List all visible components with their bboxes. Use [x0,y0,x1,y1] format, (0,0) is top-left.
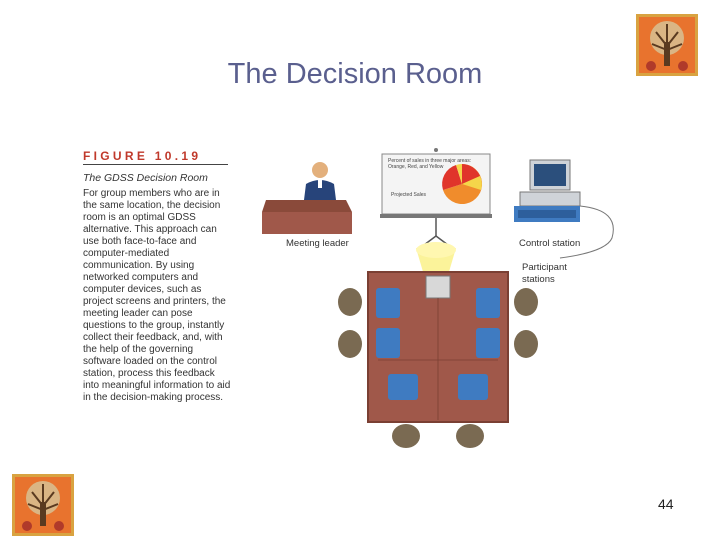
conference-table [367,271,509,423]
figure-subtitle: The GDSS Decision Room [83,172,208,184]
control-station [514,159,614,259]
page-number: 44 [658,496,674,512]
meeting-leader-desk [262,162,352,234]
tree-logo-icon [636,14,698,76]
screen-subtitle-text: Projected Sales [391,192,427,198]
figure-body-text: For group members who are in the same lo… [83,188,231,403]
figure-rule [83,164,228,165]
page-title: The Decision Room [227,58,483,90]
pie-chart [442,163,483,204]
projection-screen [380,148,492,249]
meeting-leader-label: Meeting leader [286,238,349,249]
control-station-label: Control station [519,238,581,249]
tree-logo-icon [12,474,74,536]
figure-label: FIGURE 10.19 [83,149,202,163]
chairs [338,288,538,448]
participant-stations-label: Participant stations [522,262,567,285]
screen-header-text: Percent of sales in three major areas: O… [388,158,472,170]
